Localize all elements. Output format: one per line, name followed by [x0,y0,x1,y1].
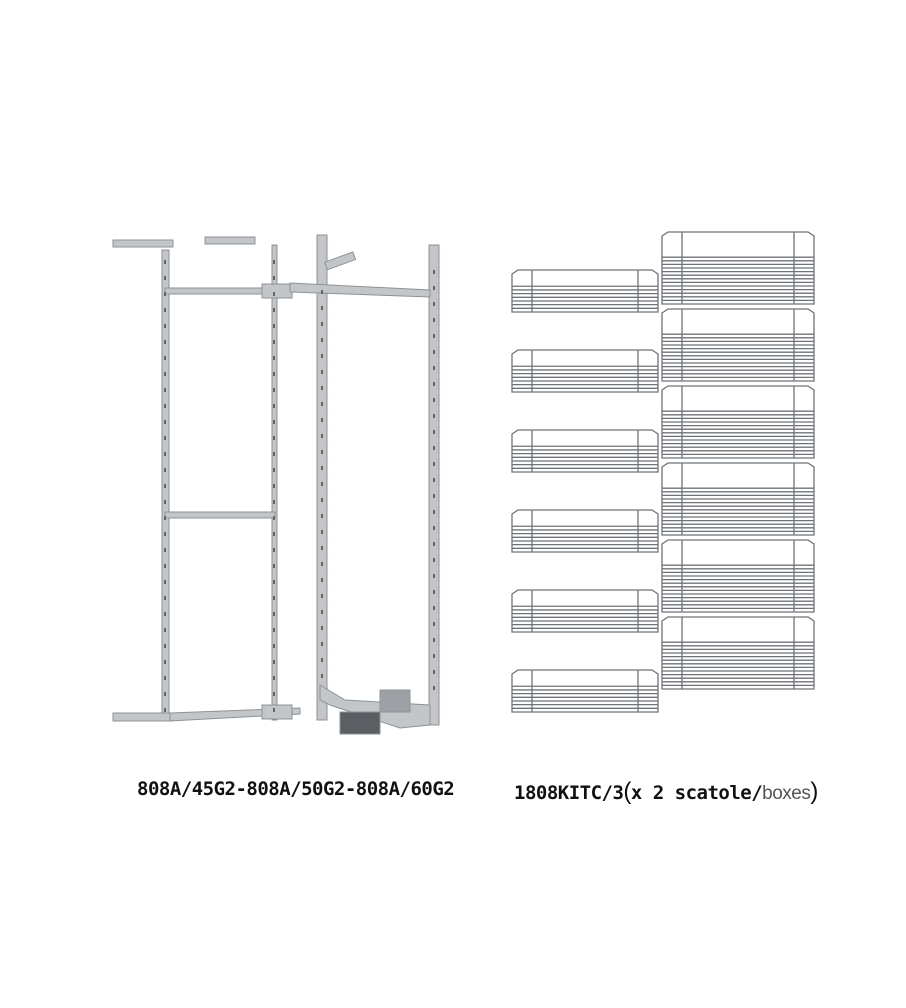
paren-close: ) [810,778,818,805]
paren-open: ( [623,778,631,805]
small-wire-basket [511,589,659,633]
large-wire-basket [661,385,815,459]
pull-out-frame-illustration [112,234,440,735]
small-wire-basket [511,349,659,393]
small-wire-basket [511,429,659,473]
large-wire-basket [661,539,815,613]
large-wire-basket [661,462,815,536]
small-wire-basket [511,269,659,313]
large-wire-basket [661,231,815,305]
product-code: 1808KITC/3 [514,782,624,804]
wire-baskets-illustration [511,231,815,713]
small-wire-basket [511,509,659,553]
box-unit: boxes [762,783,811,804]
small-wire-basket [511,669,659,713]
left-product-caption: 808A/45G2-808A/50G2-808A/60G2 [137,778,455,800]
right-product-caption: 1808KITC/3(x 2 scatole/boxes) [514,778,818,806]
large-wire-basket [661,308,815,382]
large-wire-basket [661,616,815,690]
box-quantity: x 2 scatole/ [630,782,763,804]
